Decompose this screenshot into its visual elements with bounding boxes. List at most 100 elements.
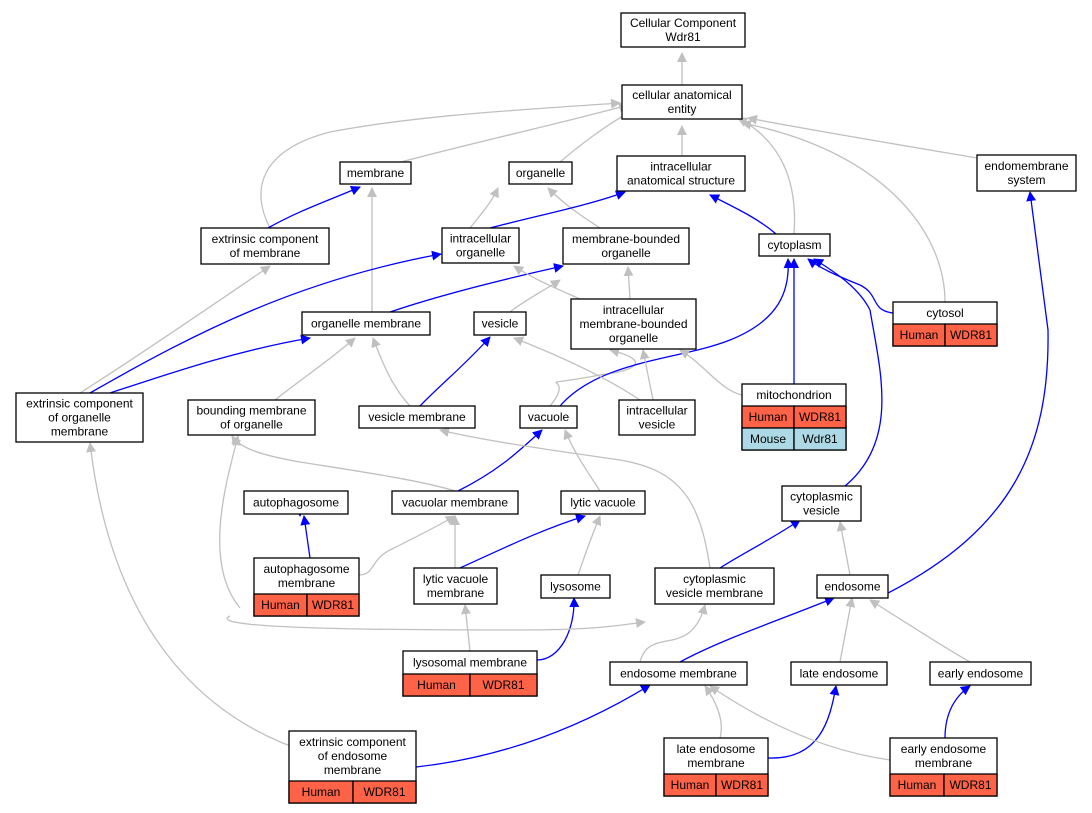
node-label: organelle	[516, 166, 566, 180]
part-of-edge-12	[709, 194, 777, 235]
node-label: bounding membrane	[196, 404, 306, 418]
is-a-edge-30	[679, 349, 743, 396]
node-label: autophagosome	[253, 496, 339, 510]
gene-label: Wdr81	[802, 432, 838, 446]
node-box	[976, 154, 1077, 192]
is-a-edge-44	[219, 435, 241, 609]
node-label: endosome	[824, 580, 880, 594]
node-vesicle[interactable]: vesicle	[473, 311, 527, 336]
node-label: lysosome	[550, 580, 601, 594]
node-cytoplasm[interactable]: cytoplasm	[758, 233, 831, 257]
species-label: Human	[898, 778, 937, 792]
node-vm[interactable]: vesicle membrane	[358, 405, 476, 429]
gene-label: WDR81	[950, 328, 992, 342]
node-label: autophagosome	[263, 562, 349, 576]
node-membrane[interactable]: membrane	[339, 161, 412, 185]
node-om[interactable]: organelle membrane	[301, 311, 431, 336]
gene-label: WDR81	[312, 598, 354, 612]
is-a-edge-17	[513, 265, 581, 300]
is-a-edge-9	[469, 187, 499, 229]
is-a-edge-28	[639, 349, 654, 401]
node-label: membrane	[278, 576, 336, 590]
is-a-edge-49	[839, 597, 856, 663]
is-a-edge-29	[513, 336, 641, 401]
node-lv[interactable]: lytic vacuole	[560, 490, 646, 515]
species-label: Mouse	[750, 432, 786, 446]
is-a-edge-10	[547, 187, 601, 229]
node-label: entity	[668, 102, 697, 116]
node-label: mitochondrion	[756, 388, 831, 402]
node-le[interactable]: late endosome	[790, 661, 888, 686]
node-endosome[interactable]: endosome	[816, 574, 889, 599]
node-ee[interactable]: early endosome	[929, 661, 1032, 686]
species-label: Human	[671, 778, 710, 792]
species-label: Human	[417, 678, 456, 692]
node-box	[562, 227, 690, 265]
node-vacm[interactable]: vacuolar membrane	[391, 490, 519, 515]
node-lysosome[interactable]: lysosome	[540, 574, 611, 599]
node-label: extrinsic component	[26, 397, 133, 411]
node-label: anatomical structure	[627, 174, 735, 188]
part-of-edge-55	[767, 685, 840, 759]
node-label: of membrane	[230, 246, 301, 260]
node-autophagosome[interactable]: autophagosome	[243, 490, 349, 515]
node-label: membrane	[324, 763, 382, 777]
gene-cell	[943, 773, 998, 797]
node-label: vacuole	[528, 410, 570, 424]
node-label: membrane	[687, 756, 745, 770]
node-box	[243, 490, 349, 515]
is-a-edge-51	[226, 615, 646, 631]
node-box	[758, 233, 831, 257]
is-a-edge-47	[639, 604, 708, 663]
part-of-edge-22	[109, 334, 311, 394]
node-label: intracellular	[626, 404, 687, 418]
is-a-edge-50	[869, 599, 971, 663]
node-label: cytoplasm	[767, 238, 821, 252]
node-vacuole[interactable]: vacuole	[519, 405, 578, 429]
node-label: lysosomal membrane	[413, 656, 527, 670]
is-a-edge-24	[371, 337, 411, 407]
node-box	[616, 155, 746, 192]
node-organelle[interactable]: organelle	[508, 161, 573, 185]
node-label: endosome membrane	[620, 667, 737, 681]
node-label: early endosome	[938, 667, 1024, 681]
is-a-edge-6	[737, 117, 796, 235]
node-label: late endosome	[800, 667, 879, 681]
node-box	[654, 567, 775, 605]
node-box	[816, 574, 889, 599]
annotation-row: Human WDR81	[253, 593, 360, 617]
node-em[interactable]: endosome membrane	[609, 661, 748, 686]
node-box	[609, 661, 748, 686]
node-label: Cellular Component	[630, 16, 737, 30]
node-label: system	[1007, 173, 1045, 187]
node-box	[540, 574, 611, 599]
species-label: Human	[261, 598, 300, 612]
part-of-edge-42	[719, 519, 801, 569]
node-label: lytic vacuole	[570, 496, 636, 510]
gene-label: WDR81	[482, 678, 524, 692]
node-label: extrinsic component	[212, 232, 319, 246]
